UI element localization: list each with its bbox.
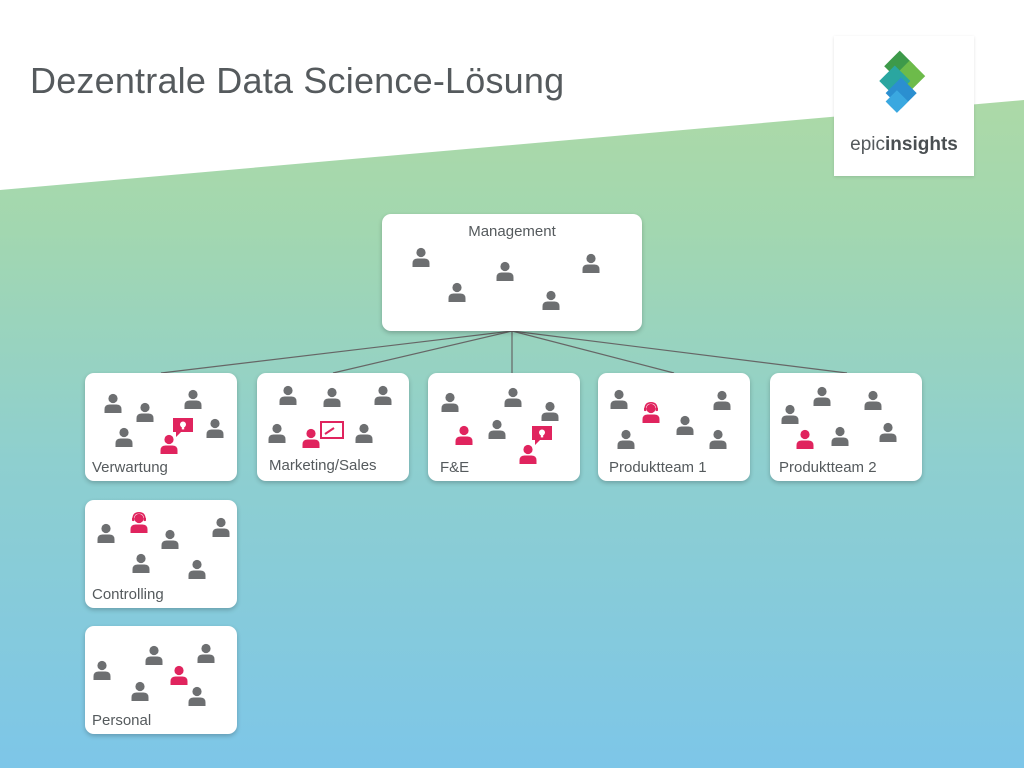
person-icon — [266, 422, 288, 444]
box-verwaltung: Verwartung — [85, 373, 237, 481]
presentation-board-icon — [317, 420, 347, 450]
connector-produktteam1 — [511, 330, 675, 374]
box-label-controlling: Controlling — [92, 586, 164, 603]
company-logo: epicinsights — [834, 36, 974, 176]
person-icon — [186, 685, 208, 707]
person-icon — [707, 428, 729, 450]
person-icon — [134, 401, 156, 423]
logo-text-epic: epic — [850, 134, 885, 155]
box-label-management: Management — [468, 223, 556, 240]
person-icon — [321, 386, 343, 408]
idea-bubble-icon — [530, 424, 560, 454]
person-icon — [95, 522, 117, 544]
person-highlight-icon — [517, 443, 539, 465]
person-icon — [129, 680, 151, 702]
person-highlight-icon — [453, 424, 475, 446]
idea-bubble-icon — [171, 416, 201, 446]
person-highlight-icon — [158, 433, 180, 455]
person-icon — [711, 389, 733, 411]
person-icon — [539, 400, 561, 422]
person-icon — [372, 384, 394, 406]
person-headset-icon — [128, 512, 150, 534]
person-icon — [439, 391, 461, 413]
box-management: Management — [382, 214, 642, 331]
person-icon — [540, 289, 562, 311]
box-label-produktteam1: Produktteam 1 — [609, 459, 707, 476]
person-icon — [182, 388, 204, 410]
box-produktteam2: Produktteam 2 — [770, 373, 922, 481]
person-icon — [277, 384, 299, 406]
box-label-personal: Personal — [92, 712, 152, 729]
person-icon — [494, 260, 516, 282]
person-icon — [779, 403, 801, 425]
box-controlling: Controlling — [85, 500, 237, 608]
person-highlight-icon — [794, 428, 816, 450]
box-label-fe: F&E — [440, 459, 470, 476]
person-icon — [159, 528, 181, 550]
person-highlight-icon — [168, 664, 190, 686]
person-icon — [353, 422, 375, 444]
person-icon — [446, 281, 468, 303]
box-label-verwaltung: Verwartung — [92, 459, 168, 476]
box-label-marketing: Marketing/Sales — [269, 457, 377, 474]
person-icon — [811, 385, 833, 407]
person-icon — [130, 552, 152, 574]
person-icon — [91, 659, 113, 681]
logo-diamond-icon — [879, 50, 926, 113]
person-icon — [615, 428, 637, 450]
person-icon — [674, 414, 696, 436]
person-icon — [410, 246, 432, 268]
person-icon — [204, 417, 226, 439]
box-produktteam1: Produktteam 1 — [598, 373, 750, 481]
box-fe: F&E — [428, 373, 580, 481]
person-icon — [580, 252, 602, 274]
person-icon — [143, 644, 165, 666]
page-title: Dezentrale Data Science-Lösung — [30, 60, 565, 101]
person-icon — [113, 426, 135, 448]
person-icon — [877, 421, 899, 443]
person-icon — [502, 386, 524, 408]
box-label-produktteam2: Produktteam 2 — [779, 459, 877, 476]
person-icon — [186, 558, 208, 580]
connector-verwaltung — [160, 330, 513, 374]
person-icon — [829, 425, 851, 447]
person-icon — [486, 418, 508, 440]
person-headset-icon — [640, 402, 662, 424]
person-icon — [102, 392, 124, 414]
logo-text-insights: insights — [885, 134, 958, 155]
connector-produktteam2 — [511, 330, 848, 374]
person-icon — [608, 388, 630, 410]
person-icon — [210, 516, 232, 538]
logo-text: epicinsights — [834, 134, 974, 156]
person-icon — [862, 389, 884, 411]
person-highlight-icon — [300, 427, 322, 449]
person-icon — [195, 642, 217, 664]
connector-marketing — [332, 330, 513, 374]
